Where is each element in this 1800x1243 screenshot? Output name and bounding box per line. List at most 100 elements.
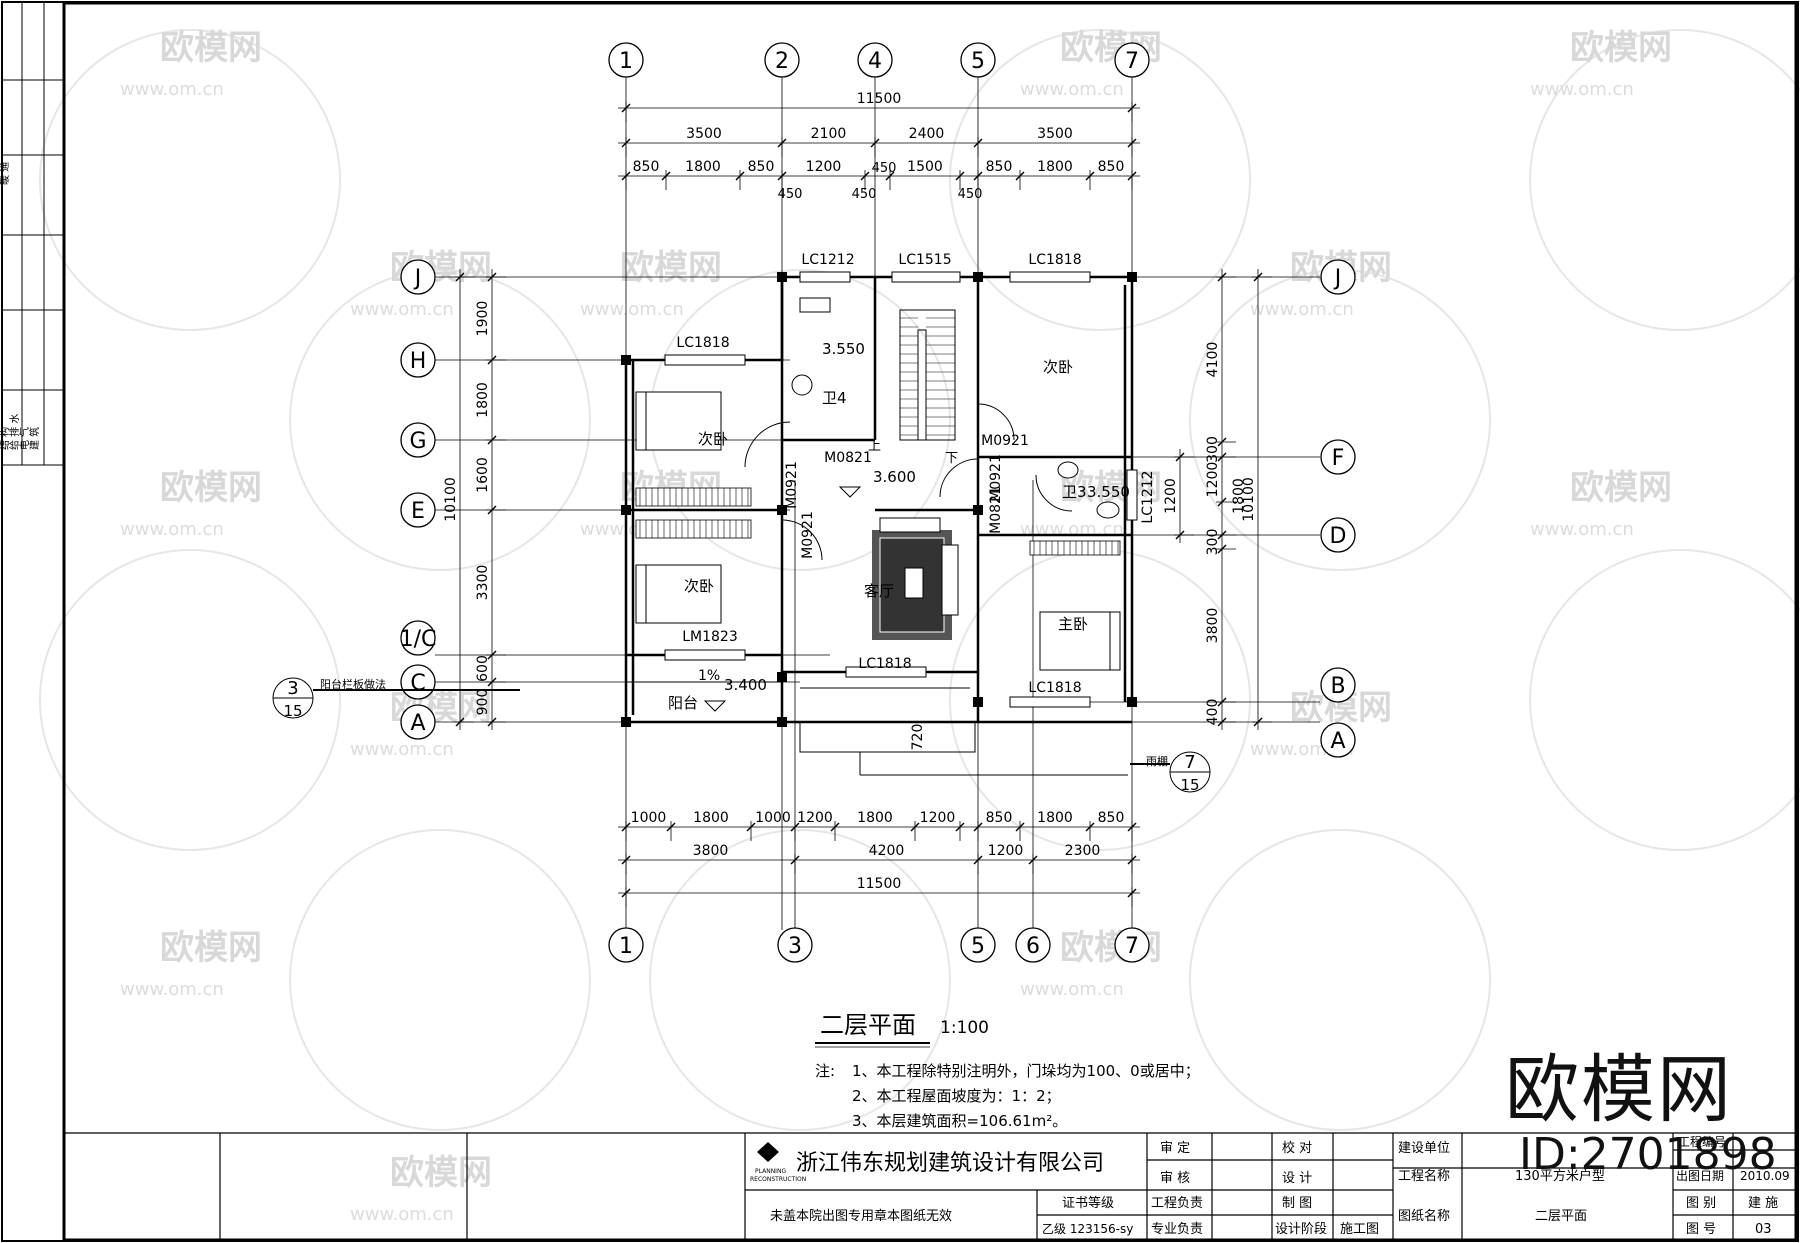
watermark-url-text: www.om.cn: [1020, 79, 1124, 100]
grid-bubble-top-label: 1: [619, 49, 633, 74]
dim-bottom-mid-tick: [1028, 855, 1038, 865]
sidebar-structure: 结 构: [0, 427, 11, 450]
no-value: 03: [1755, 1222, 1772, 1237]
watermark-url-text: www.om.cn: [350, 739, 454, 760]
project-value: 130平方米户型: [1515, 1168, 1605, 1184]
level-marker: [838, 486, 862, 498]
note-1: 1、本工程除特别注明外，门垛均为100、0或居中；: [852, 1062, 1200, 1080]
dim-right-inner-tick: [1175, 452, 1185, 462]
dim-bottom-detail-text: 1800: [693, 810, 729, 826]
grid-bubble-bottom-label: 5: [971, 934, 985, 959]
dim-left-detail-tick: [487, 717, 497, 727]
watermark-url-text: www.om.cn: [1020, 979, 1124, 1000]
dim-right-extra: 1800: [1231, 478, 1247, 514]
dim-top-detail-tick: [1085, 171, 1095, 181]
project-label: 工程名称: [1398, 1168, 1450, 1184]
dim-right-detail-tick: [1217, 697, 1227, 707]
room-label: 卫3: [1062, 483, 1087, 501]
watermark-url-text: www.om.cn: [1530, 79, 1634, 100]
dim-right-inner-tick: [1175, 530, 1185, 540]
dim-canopy: 720: [910, 724, 926, 751]
dim-bottom-detail-text: 1800: [1037, 810, 1073, 826]
grid-bubble-bottom-label: 1: [619, 934, 633, 959]
dim-bottom-detail-text: 1200: [920, 810, 956, 826]
dim-bottom-detail-text: 1200: [797, 810, 833, 826]
dim-left-detail-tick: [487, 435, 497, 445]
dim-bottom-detail-text: 1800: [857, 810, 893, 826]
grid-bubble-top-label: 2: [775, 49, 789, 74]
notes-prefix: 注:: [815, 1062, 835, 1080]
beds: [635, 391, 1121, 671]
dim-left-total-tick: [455, 717, 465, 727]
dim-left-total-text: 10100: [443, 477, 459, 522]
grid-bubble-top: [960, 42, 996, 78]
watermark-url-text: www.om.cn: [1020, 519, 1124, 540]
title-block-lines: [64, 1132, 1796, 1240]
grid-bubble-right-label: D: [1330, 524, 1347, 549]
label-project-lead: 工程负责: [1151, 1196, 1203, 1211]
dim-top-total-tick: [621, 103, 631, 113]
watermark-brand-text: 欧模网: [1570, 28, 1672, 68]
dim-bottom-detail-tick: [1127, 822, 1137, 832]
dim-bottom-mid-tick: [621, 855, 631, 865]
sidebar-electrical: 电 气: [18, 427, 31, 450]
client-label: 建设单位: [1398, 1141, 1450, 1156]
dim-top-detail-tick: [1127, 171, 1137, 181]
grid-bubble-left-label: H: [410, 349, 427, 374]
dim-bottom-mid-tick: [973, 855, 983, 865]
dim-left-detail-text: 1900: [475, 301, 491, 337]
grid-bubble-top-label: 5: [971, 49, 985, 74]
grid-bubble-right-label: A: [1330, 729, 1345, 754]
grid-bubble-left-label: G: [409, 429, 426, 454]
dim-bottom-detail-tick: [666, 822, 676, 832]
grid-bubble-top: [857, 42, 893, 78]
dim-bottom-total-tick: [1127, 888, 1137, 898]
label-drafting: 制 图: [1282, 1196, 1312, 1211]
watermark-brand-text: 欧模网: [1570, 468, 1672, 508]
dim-top-mid-tick: [621, 138, 631, 148]
dim-top-detail-tick: [777, 171, 787, 181]
sidebar-architecture: 建 筑: [28, 427, 41, 450]
dim-left-detail-text: 1600: [475, 457, 491, 493]
dim-top-mid-tick: [973, 138, 983, 148]
dim-bottom-total-text: 11500: [857, 876, 902, 892]
dim-left-detail-text: 600: [475, 655, 491, 682]
dim-top-small: 450: [958, 187, 983, 202]
grid-bubble-right-label: B: [1330, 674, 1345, 699]
dim-right-detail-tick: [1217, 544, 1227, 554]
dim-top-detail-tick: [735, 171, 745, 181]
dim-top-detail-tick: [955, 171, 965, 181]
grid-bubble-bottom: [608, 927, 644, 963]
grid-bubble-right: [1320, 722, 1356, 758]
dim-right-detail-tick: [1217, 452, 1227, 462]
window-label: LC1515: [898, 252, 951, 268]
sidebar-plumbing: 给 排 水: [8, 414, 21, 450]
dim-top-mid-text: 2100: [811, 126, 847, 142]
dim-bottom-mid-tick: [790, 855, 800, 865]
canopy-callout-bottom: 15: [1180, 776, 1199, 794]
date-value: 2010.09: [1740, 1169, 1790, 1183]
watermark-brand-text: 欧模网: [160, 468, 262, 508]
grid-bubble-bottom: [960, 927, 996, 963]
door-label: M0821: [824, 450, 872, 466]
sofa-side: [941, 544, 959, 616]
dim-bottom-detail-text: 850: [1098, 810, 1125, 826]
dim-bottom-mid-text: 1200: [988, 843, 1024, 859]
grid-bubble-left-label: A: [410, 711, 425, 736]
door-label: M0921: [784, 461, 800, 509]
watermark-brand-text: 欧模网: [160, 28, 262, 68]
room-label: 客厅: [864, 582, 894, 600]
company-name: 浙江伟东规划建筑设计有限公司: [796, 1151, 1104, 1176]
sofa: [879, 517, 941, 533]
plan-title: 二层平面: [820, 1011, 916, 1039]
note-3: 3、本层建筑面积=106.61m²。: [852, 1112, 1067, 1130]
dim-bottom-detail-tick: [621, 822, 631, 832]
dim-bottom-detail-text: 1000: [755, 810, 791, 826]
label-check: 校 对: [1282, 1140, 1312, 1156]
date-label: 出图日期: [1676, 1169, 1724, 1183]
dim-right-total-tick: [1253, 272, 1263, 282]
dim-bottom-detail-tick: [910, 822, 920, 832]
grid-bubble-left-label: E: [411, 499, 425, 524]
grid-bubble-bottom: [1015, 927, 1051, 963]
